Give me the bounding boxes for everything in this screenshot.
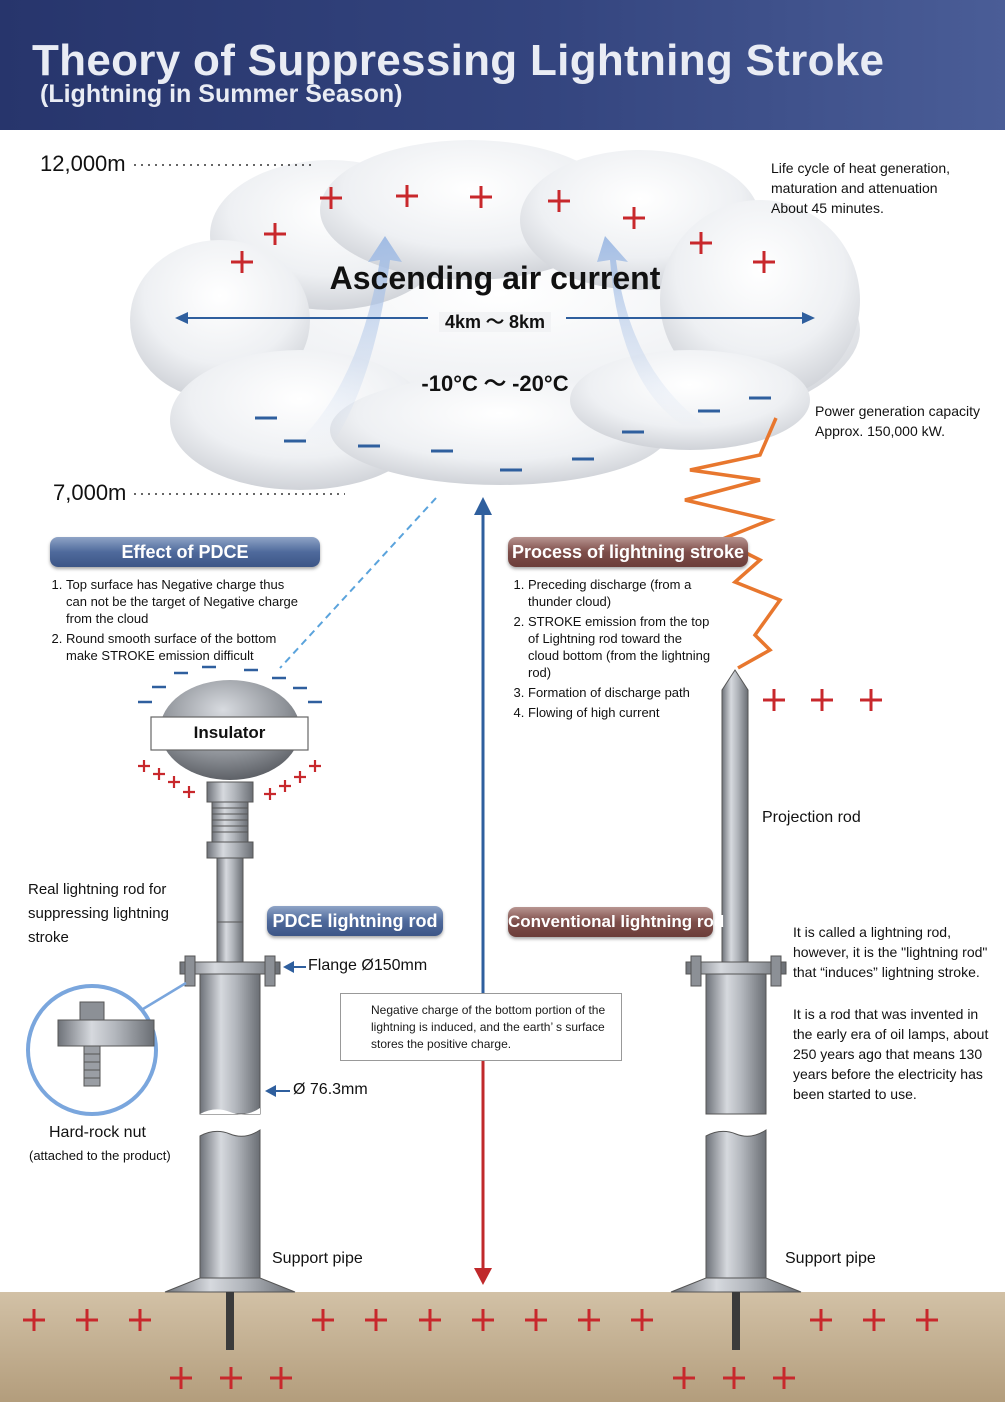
conventional-positive-charges: [763, 689, 882, 711]
process-list: Preceding discharge (from a thunder clou…: [512, 576, 712, 724]
list-item: Preceding discharge (from a thunder clou…: [528, 576, 712, 610]
life-cycle-line: About 45 minutes.: [771, 200, 884, 216]
power-line: Approx. 150,000 kW.: [815, 423, 945, 439]
thunder-cloud: [130, 140, 860, 490]
pdce-rod: [138, 665, 322, 1350]
hard-rock-nut-note: (attached to the product): [29, 1148, 171, 1163]
cloud-title: Ascending air current: [329, 260, 661, 296]
pdce-dashed-link: [279, 497, 437, 669]
list-item: Top surface has Negative charge thus can…: [66, 576, 300, 627]
pdce-rod-label: PDCE lightning rod: [267, 906, 443, 936]
diameter-pointer: [265, 1085, 290, 1097]
hard-rock-nut-detail: [26, 981, 187, 1116]
cloud-size: 4km ～ 8km: [0, 308, 990, 334]
power-capacity-note: Power generation capacity Approx. 150,00…: [815, 401, 1000, 441]
effect-pdce-list: Top surface has Negative charge thus can…: [50, 576, 300, 667]
flange-pointer: [283, 961, 306, 973]
support-pipe-label-right: Support pipe: [785, 1250, 876, 1267]
effect-pdce-heading: Effect of PDCE: [50, 537, 320, 567]
conventional-rod-label: Conventional lightning rod: [508, 907, 724, 937]
cloud-negative-charges: [255, 396, 771, 472]
conventional-note-1: It is called a lightning rod, however, i…: [793, 924, 988, 980]
altitude-bottom-label: 7,000m: [53, 480, 127, 505]
cloud-temperature: -10°C ～ -20°C: [421, 371, 569, 396]
list-item: Round smooth surface of the bottom make …: [66, 630, 300, 664]
ground: [0, 1292, 1005, 1402]
insulator-label: Insulator: [193, 723, 266, 742]
conventional-rod: [670, 669, 802, 1350]
hard-rock-nut-label: Hard-rock nut: [49, 1124, 146, 1141]
life-cycle-line: maturation and attenuation: [771, 180, 938, 196]
conventional-note-2: It is a rod that was invented in the ear…: [793, 1006, 989, 1102]
life-cycle-line: Life cycle of heat generation,: [771, 160, 951, 176]
header-banner: [0, 0, 1005, 130]
list-item: Flowing of high current: [528, 704, 712, 721]
projection-rod-label: Projection rod: [762, 809, 861, 826]
cloud-width-arrow: [175, 312, 815, 324]
air-current-arrow-right: [597, 236, 705, 430]
life-cycle-note: Life cycle of heat generation, maturatio…: [771, 158, 991, 218]
cloud-positive-charges: [231, 185, 775, 273]
cloud-size-text: 4km ～ 8km: [438, 312, 552, 332]
list-item: STROKE emission from the top of Lightnin…: [528, 613, 712, 681]
page-subtitle: (Lightning in Summer Season): [40, 80, 403, 108]
altitude-top-label: 12,000m: [40, 151, 126, 176]
support-pipe-label-left: Support pipe: [272, 1250, 363, 1267]
page-title: Theory of Suppressing Lightning Stroke: [32, 36, 885, 85]
flange-label: Flange Ø150mm: [308, 957, 428, 974]
list-item: Formation of discharge path: [528, 684, 712, 701]
real-rod-label: Real lightning rod for suppressing light…: [28, 881, 169, 946]
earth-cloud-arrow: [474, 497, 492, 1285]
diameter-label: Ø 76.3mm: [293, 1081, 368, 1098]
air-current-arrow-left: [300, 236, 402, 448]
power-line: Power generation capacity: [815, 403, 980, 419]
process-heading: Process of lightning stroke: [508, 537, 748, 567]
induced-charge-note: Negative charge of the bottom portion of…: [340, 993, 622, 1061]
ground-positive-charges: [23, 1309, 938, 1389]
